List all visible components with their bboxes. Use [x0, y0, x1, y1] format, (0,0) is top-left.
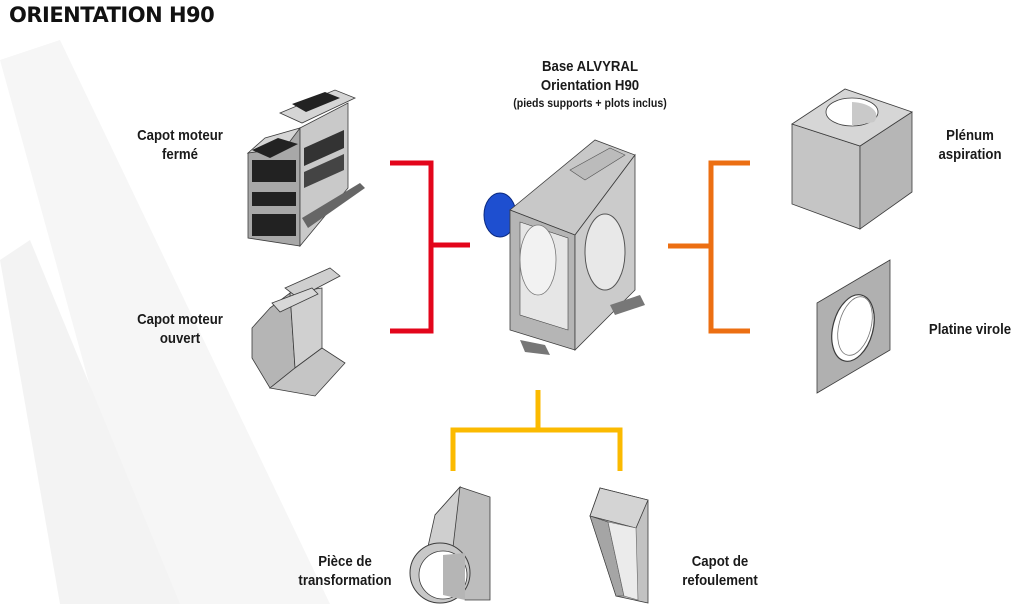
base-unit-orientation: Orientation H90: [540, 77, 640, 94]
closed-motor-cover-label: Capot moteur fermé: [127, 126, 233, 164]
right-bracket: [668, 160, 750, 334]
left-bracket: [390, 160, 470, 334]
label-line: Capot moteur: [137, 311, 223, 328]
discharge-cover-image: [589, 487, 649, 604]
base-unit-label: Base ALVYRAL Orientation H90 (pieds supp…: [493, 57, 687, 111]
open-motor-cover-label: Capot moteur ouvert: [127, 310, 233, 348]
closed-motor-cover-image: [246, 89, 365, 248]
base-unit-note: (pieds supports + plots inclus): [513, 96, 667, 110]
flange-plate-label: Platine virole: [917, 320, 1023, 339]
label-line: Capot moteur: [137, 127, 223, 144]
label-line: Pièce de: [318, 553, 372, 570]
base-fan-unit-image: [483, 139, 645, 355]
base-unit-name: Base ALVYRAL: [541, 58, 639, 75]
discharge-cover-label: Capot de refoulement: [667, 552, 773, 590]
label-line: refoulement: [682, 572, 758, 589]
transition-piece-label: Pièce de transformation: [288, 552, 402, 590]
open-motor-cover-image: [251, 267, 346, 397]
label-line: transformation: [298, 572, 392, 589]
inlet-plenum-label: Plénum aspiration: [926, 126, 1014, 164]
flange-plate-image: [816, 259, 891, 394]
label-line: Platine virole: [928, 321, 1012, 338]
transition-piece-image: [409, 485, 491, 604]
page-title: ORIENTATION H90: [9, 3, 215, 27]
bottom-bracket: [450, 390, 623, 471]
label-line: ouvert: [159, 330, 201, 347]
inlet-plenum-image: [791, 88, 913, 230]
label-line: fermé: [162, 146, 198, 163]
label-line: Plénum: [946, 127, 994, 144]
label-line: aspiration: [938, 146, 1002, 163]
label-line: Capot de: [691, 553, 749, 570]
